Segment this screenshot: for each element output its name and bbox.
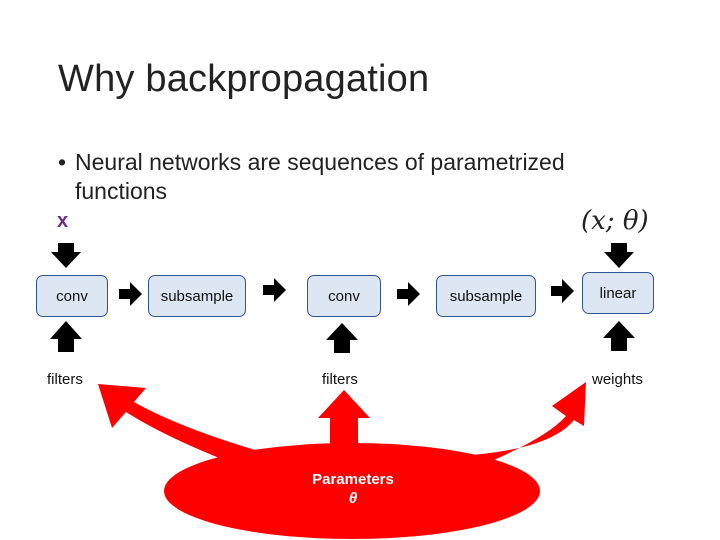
parameters-label: Parameters θ: [290, 470, 416, 508]
flow-arrows: [119, 278, 574, 306]
filters-label-2: filters: [322, 371, 358, 388]
bullet-dot-icon: •: [58, 149, 67, 175]
bullet-point: • Neural networks are sequences of param…: [58, 148, 658, 206]
right-arrow-3-icon: [397, 282, 420, 306]
right-arrow-1-icon: [119, 282, 142, 306]
down-arrow-input-icon: [51, 243, 81, 268]
param-arrow-middle-icon: [318, 390, 370, 460]
function-formula: (x; θ): [581, 206, 649, 236]
down-arrow-output-icon: [604, 243, 634, 268]
right-arrow-4-icon: [551, 279, 574, 303]
param-arrow-left-icon: [98, 384, 262, 470]
up-arrow-weights-icon: [603, 321, 635, 351]
input-output-arrows: [51, 243, 634, 268]
right-arrow-2-icon: [263, 278, 286, 302]
input-symbol: x: [57, 210, 69, 232]
linear-block: linear: [582, 272, 654, 314]
conv-block-1: conv: [36, 275, 108, 317]
weights-label: weights: [592, 371, 643, 388]
parameter-arrows: [98, 382, 586, 539]
subsample-block-2: subsample: [436, 275, 536, 317]
parameter-up-arrows: [50, 321, 635, 353]
slide-title: Why backpropagation: [58, 58, 430, 100]
up-arrow-filters1-icon: [50, 321, 82, 352]
up-arrow-filters2-icon: [326, 323, 358, 353]
subsample-block-1: subsample: [148, 275, 246, 317]
parameters-symbol: θ: [348, 490, 358, 507]
bullet-text: Neural networks are sequences of paramet…: [75, 149, 565, 204]
parameters-ellipse: [164, 443, 540, 539]
filters-label-1: filters: [47, 371, 83, 388]
conv-block-2: conv: [307, 275, 381, 317]
parameters-title: Parameters: [312, 471, 394, 488]
